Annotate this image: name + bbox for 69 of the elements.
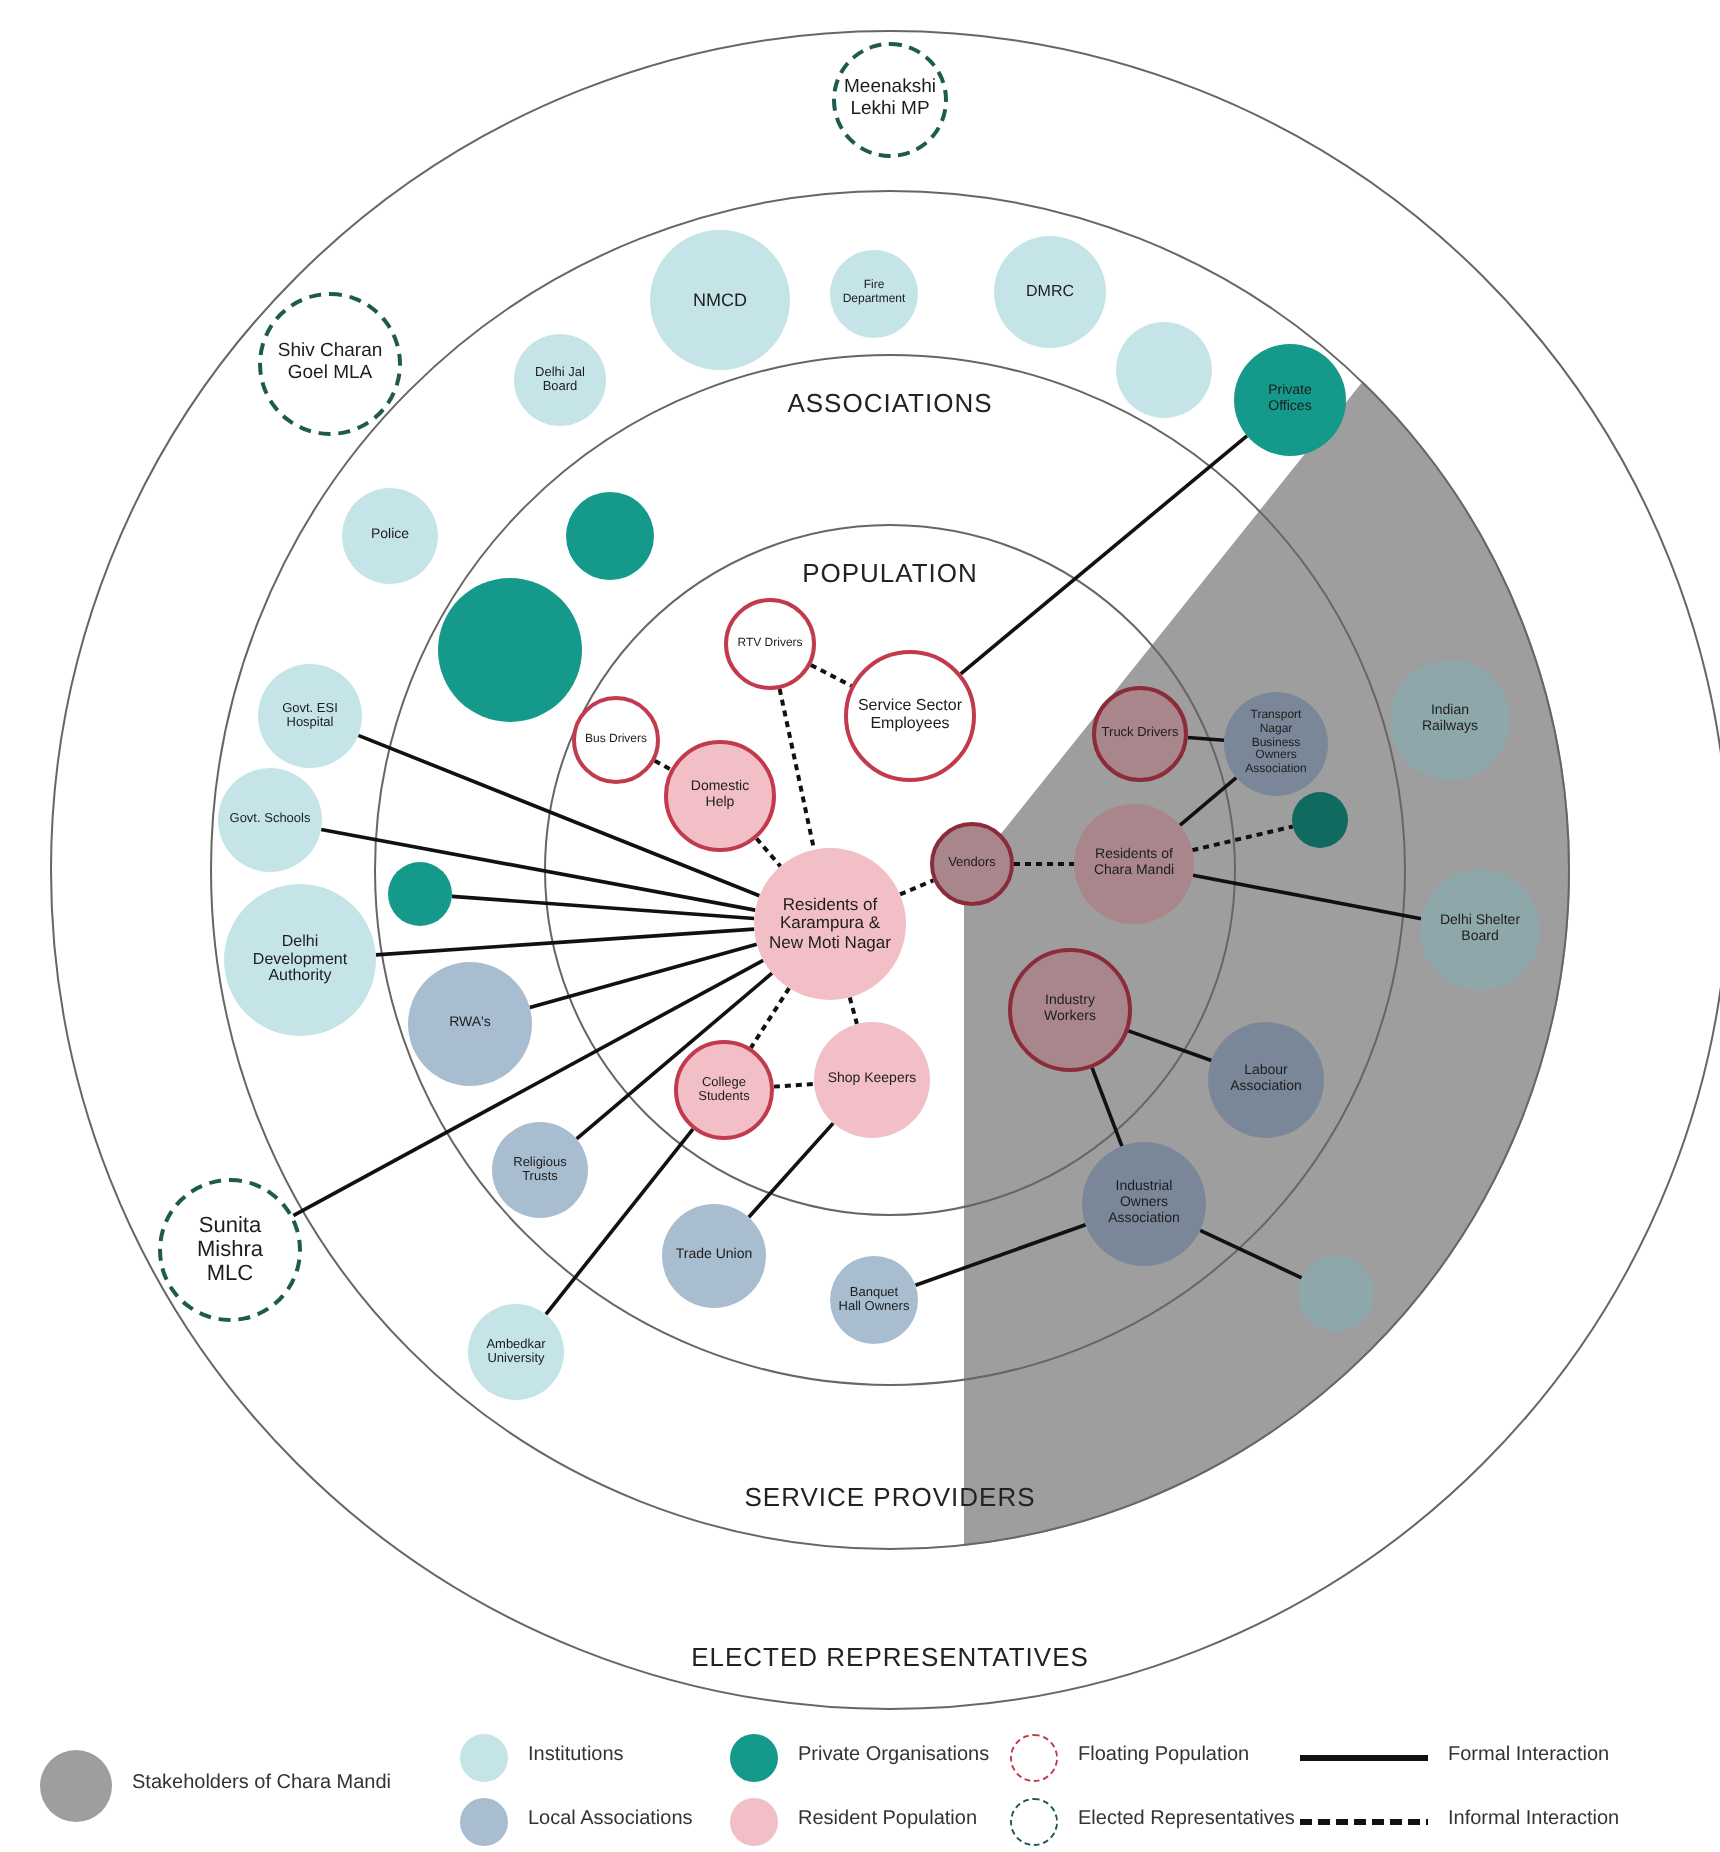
connector-line [375, 927, 755, 957]
connector-line [575, 971, 774, 1141]
stakeholder-circle [662, 1204, 766, 1308]
stakeholder-circle [218, 768, 322, 872]
stakeholder-circle [930, 822, 1014, 906]
connector-line [320, 827, 756, 912]
legend-label: Local Associations [528, 1808, 693, 1830]
connector-line [749, 986, 791, 1049]
connector-line [899, 878, 935, 897]
connector-line [451, 894, 755, 921]
zone-label: ELECTED REPRESENTATIVES [691, 1642, 1089, 1672]
zone-label: SERVICE PROVIDERS [744, 1482, 1036, 1512]
stakeholder-name: Residents of Karampura & New Moti Nagar [768, 895, 892, 953]
legend-label: Stakeholders of Chara Mandi [132, 1772, 392, 1794]
connector-line [1178, 776, 1238, 827]
connector-line [810, 663, 853, 688]
stakeholder-circle [674, 1040, 774, 1140]
stakeholder-circle [468, 1304, 564, 1400]
legend-label: Formal Interaction [1448, 1744, 1610, 1766]
stakeholder-circle [566, 492, 654, 580]
stakeholder-name: DMRC [1026, 283, 1074, 301]
legend-label: Private Organisations [798, 1744, 990, 1766]
stakeholder-circle [514, 334, 606, 426]
connector-line [1191, 824, 1294, 853]
connector-line [1127, 1029, 1212, 1063]
stakeholder-circle [342, 488, 438, 584]
connector-line [747, 1121, 835, 1219]
stakeholder-circle [438, 578, 582, 722]
connector-line [529, 942, 758, 1010]
connector-line [653, 759, 672, 772]
connector-line [292, 958, 765, 1218]
stakeholder-name: Meenakshi Lekhi MP [843, 78, 937, 122]
stakeholder-circle [754, 848, 906, 1000]
legend-label: Informal Interaction [1448, 1808, 1620, 1830]
connector-line [959, 434, 1249, 676]
stakeholder-circle [492, 1122, 588, 1218]
legend-label: Elected Representatives [1078, 1808, 1295, 1830]
zone-label: ASSOCIATIONS [787, 388, 993, 418]
legend-label: Floating Population [1078, 1744, 1250, 1766]
legend-label: Resident Population [798, 1808, 978, 1830]
stakeholder-circle [830, 250, 918, 338]
connector-line [773, 1081, 815, 1089]
legend-label: Institutions [528, 1744, 624, 1766]
connector-line [847, 996, 859, 1025]
stakeholder-name: NMCD [693, 289, 747, 311]
connector-line [357, 733, 761, 898]
connector-line [1192, 873, 1422, 921]
connector-line [1199, 1228, 1303, 1280]
connector-line [544, 1128, 695, 1316]
stakeholder-name: Shiv Charan Goel MLA [275, 342, 385, 386]
stakeholder-circle [830, 1256, 918, 1344]
stakeholder-name: Sunita Mishra MLC [194, 1213, 265, 1287]
stakeholder-name: Delhi Development Authority [250, 933, 350, 987]
stakeholder-circle [724, 598, 816, 690]
connector-line [777, 688, 817, 851]
zone-ring [50, 30, 1720, 1710]
stakeholder-circle [1116, 322, 1212, 418]
stakeholder-circle [572, 696, 660, 784]
stakeholder-circle [1234, 344, 1346, 456]
connector-line [914, 1223, 1087, 1287]
connector-line [1090, 1067, 1124, 1147]
stakeholder-name: Service Sector Employees [856, 698, 964, 734]
connector-line [755, 837, 782, 868]
stakeholder-circle [408, 962, 532, 1086]
stakeholder-circle [258, 664, 362, 768]
zone-label: POPULATION [802, 558, 978, 588]
connector-line [1014, 862, 1074, 866]
stakeholder-circle [388, 862, 452, 926]
connector-line [1187, 735, 1225, 742]
